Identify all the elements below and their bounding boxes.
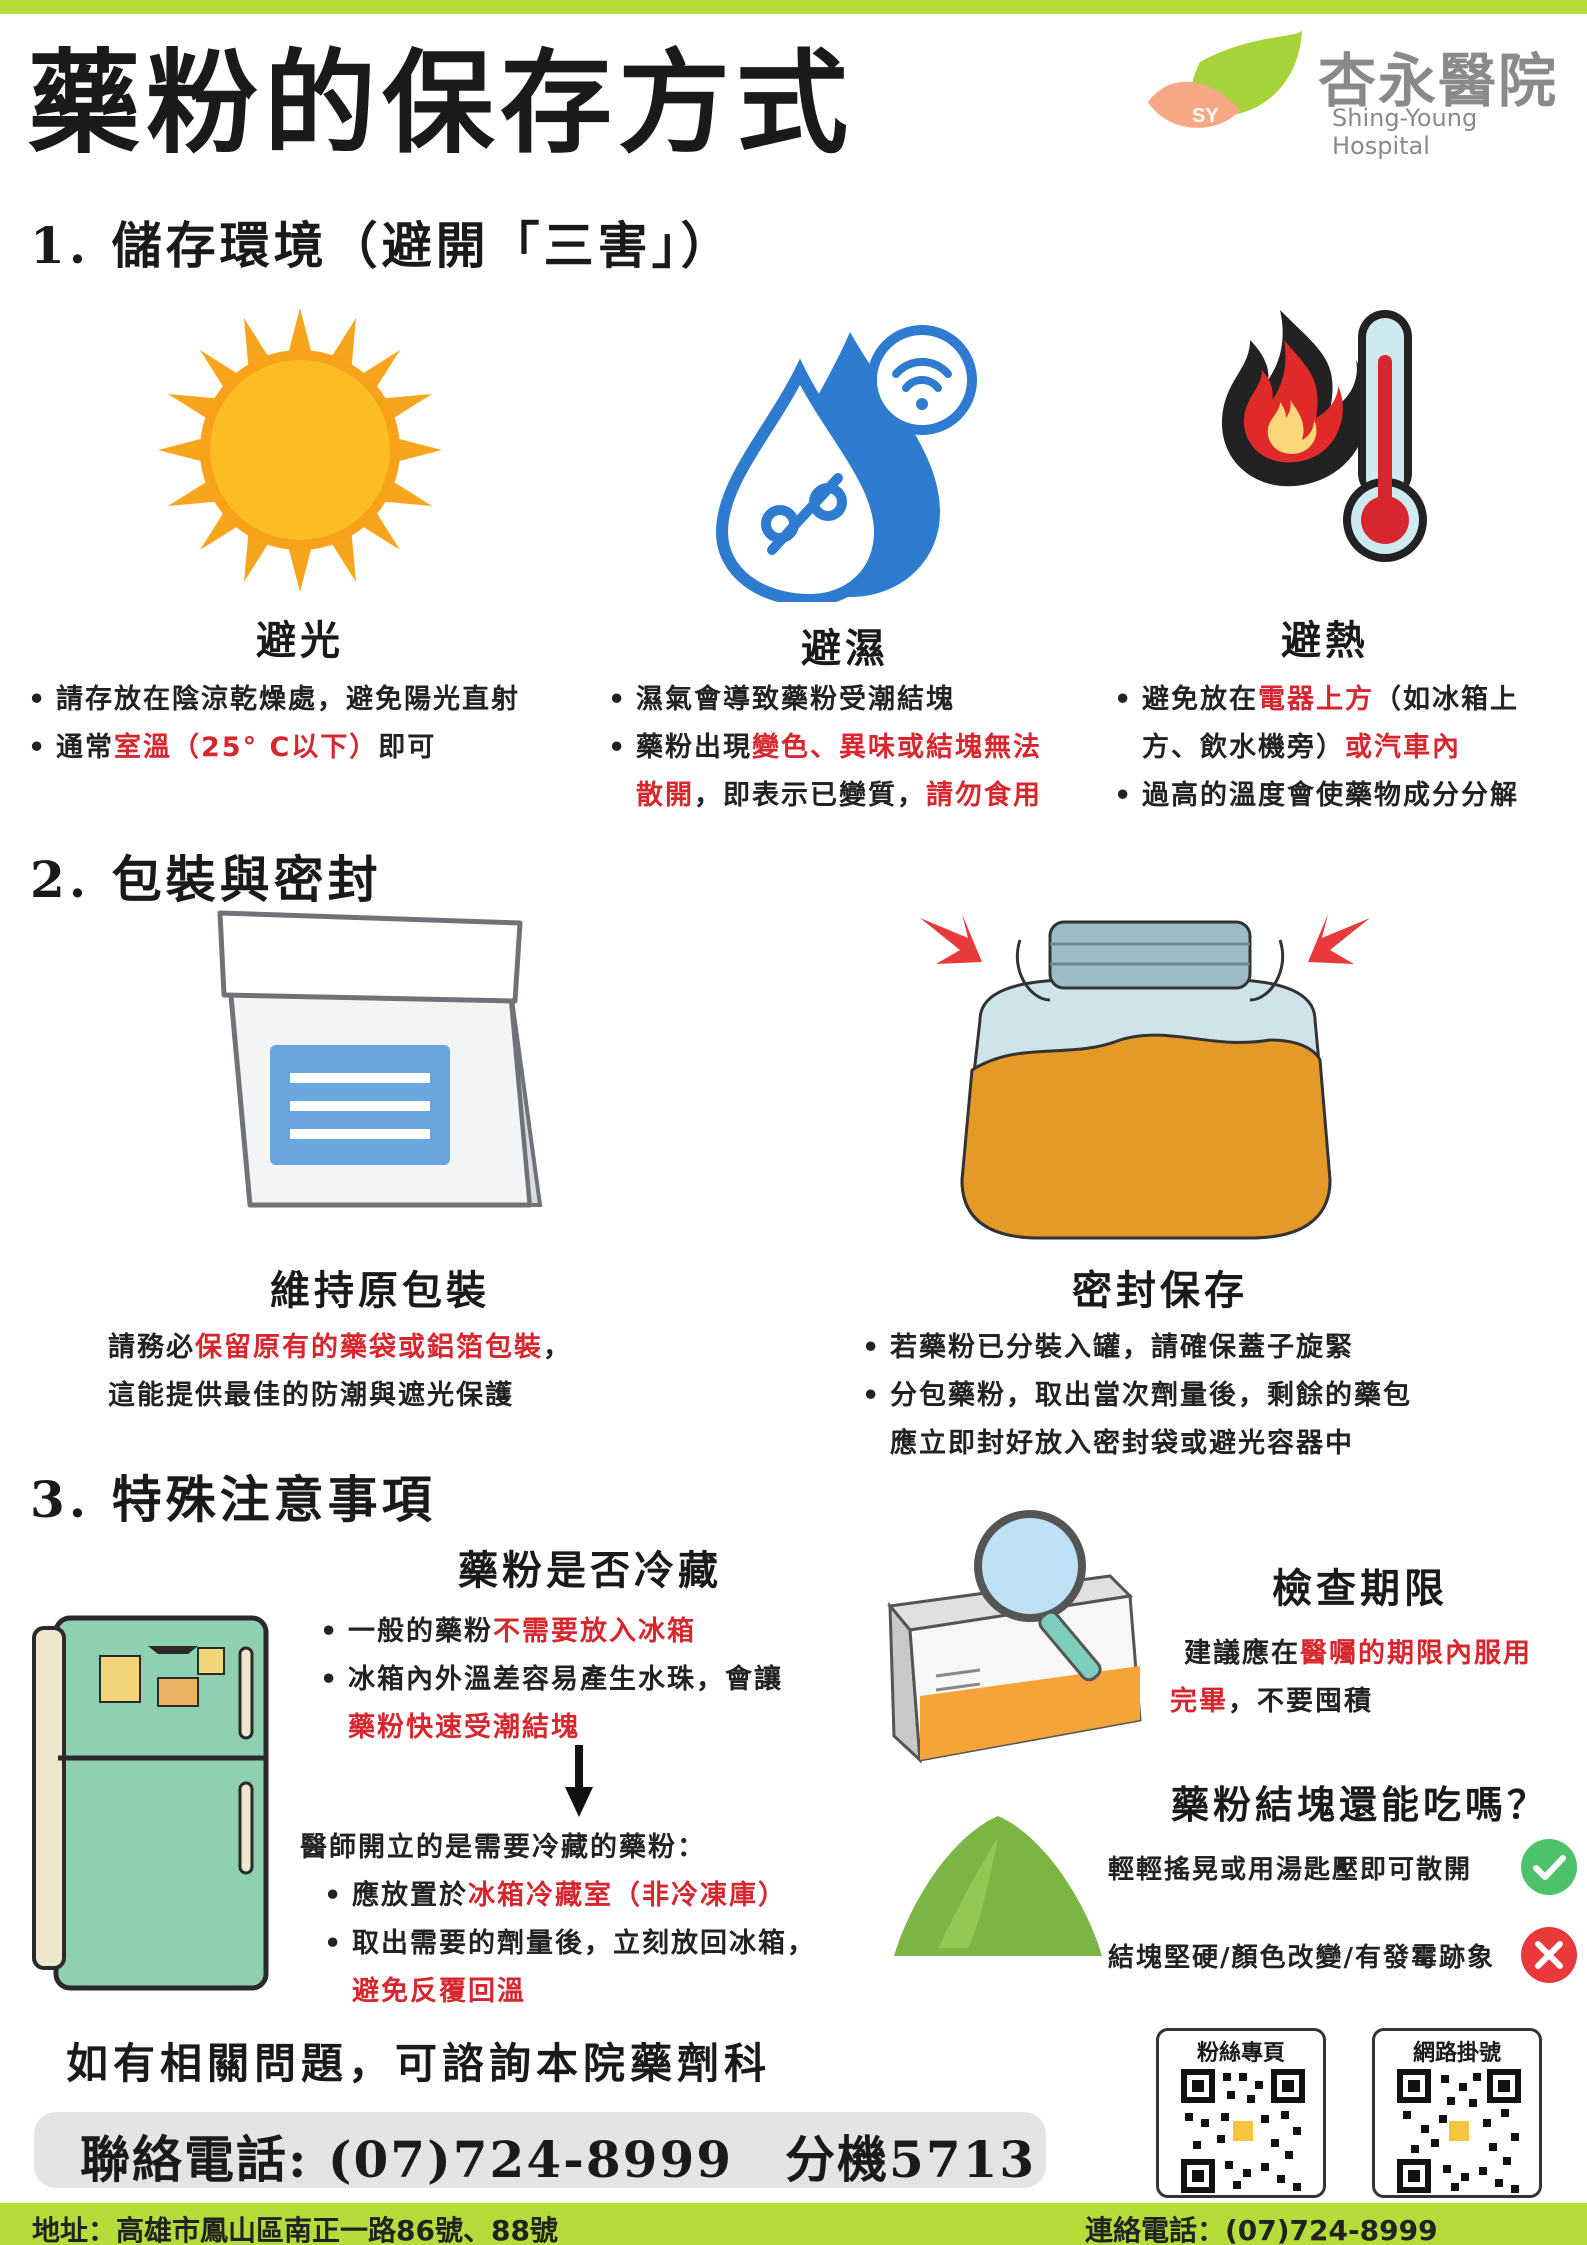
logo-name-en: Shing-Young Hospital xyxy=(1332,104,1478,160)
fridge-note: 醫師開立的是需要冷藏的藥粉： xyxy=(300,1832,706,1863)
footer-address: 地址：高雄市鳳山區南正一路86號、88號 xyxy=(32,2214,558,2245)
sealed-storage-title: 密封保存 xyxy=(1072,1267,1248,1314)
list-item: 應立即封好放入密封袋或避光容器中 xyxy=(890,1428,1354,1459)
logo-mark-text: SY xyxy=(1192,105,1219,127)
qr-code-icon xyxy=(1181,2069,1305,2193)
list-item: 應放置於冰箱冷藏室（非冷凍庫） xyxy=(324,1872,884,1920)
section2-heading: 2. 包裝與密封 xyxy=(30,850,382,909)
logo-name-cn: 杏永醫院 xyxy=(1318,47,1559,115)
check-circle-icon xyxy=(1521,1839,1577,1895)
list-item: 分包藥粉，取出當次劑量後，剩餘的藥包 xyxy=(862,1372,1562,1420)
list-item: 藥粉快速受潮結塊 xyxy=(348,1712,580,1743)
hospital-logo: SY 杏永醫院 Shing-Young Hospital xyxy=(1140,24,1560,160)
sealed-jar-icon xyxy=(920,914,1370,1240)
arrow-down-icon xyxy=(565,1745,593,1817)
heat-bullets: 避免放在電器上方（如冰箱上 方、飲水機旁）或汽車內 過高的溫度會使藥物成分分解 xyxy=(1114,676,1584,820)
qr-code-icon xyxy=(1397,2069,1521,2193)
fridge-rx-bullets: 應放置於冰箱冷藏室（非冷凍庫） 取出需要的劑量後，立刻放回冰箱， 避免反覆回溫 xyxy=(324,1872,884,2016)
heat-thermometer-icon xyxy=(1221,310,1427,562)
logo-mark-icon: SY xyxy=(1148,30,1302,128)
list-item: 過高的溫度會使藥物成分分解 xyxy=(1114,772,1584,820)
clump-bad-text: 結塊堅硬/顏色改變/有發霉跡象 xyxy=(1108,1943,1495,1973)
qr-online-register[interactable]: 網路掛號 xyxy=(1372,2028,1542,2198)
humidity-title: 避濕 xyxy=(801,625,889,672)
qr-register-label: 網路掛號 xyxy=(1412,2041,1501,2066)
humidity-drop-icon xyxy=(715,325,977,602)
list-item: 通常室溫（25° C以下）即可 xyxy=(28,724,588,772)
fridge-title: 藥粉是否冷藏 xyxy=(458,1547,722,1594)
green-powder-icon xyxy=(894,1816,1102,1956)
section1-heading: 1. 儲存環境（避開「三害」） xyxy=(30,216,735,275)
expiry-title: 檢查期限 xyxy=(1272,1565,1448,1612)
qr-fans-page[interactable]: 粉絲專頁 xyxy=(1156,2028,1326,2198)
list-item: 一般的藥粉不需要放入冰箱 xyxy=(320,1608,880,1656)
contact-phone[interactable]: 聯絡電話: (07)724-8999 分機5713 xyxy=(80,2130,1037,2189)
phone-box: 聯絡電話: (07)724-8999 分機5713 xyxy=(34,2112,1046,2189)
cross-circle-icon xyxy=(1521,1927,1577,1983)
original-pack-title: 維持原包裝 xyxy=(270,1267,490,1314)
list-item: 方、飲水機旁）或汽車內 xyxy=(1142,732,1461,763)
medicine-box-magnifier-icon xyxy=(887,1510,1142,1764)
list-item: 請存放在陰涼乾燥處，避免陽光直射 xyxy=(28,676,588,724)
list-item: 藥粉出現變色、異味或結塊無法 xyxy=(608,724,1108,772)
qr-fans-label: 粉絲專頁 xyxy=(1196,2041,1285,2066)
light-bullets: 請存放在陰涼乾燥處，避免陽光直射 通常室溫（25° C以下）即可 xyxy=(28,676,588,772)
light-title: 避光 xyxy=(256,617,344,664)
footer-phone[interactable]: 連絡電話：(07)724-8999 xyxy=(1085,2214,1438,2245)
section3-heading: 3. 特殊注意事項 xyxy=(30,1470,436,1529)
sun-icon xyxy=(158,308,442,592)
list-item: 若藥粉已分裝入罐，請確保蓋子旋緊 xyxy=(862,1324,1562,1372)
footer-bar: 地址：高雄市鳳山區南正一路86號、88號 連絡電話：(07)724-8999 xyxy=(0,2203,1587,2245)
medicine-bag-icon xyxy=(217,910,543,1208)
clump-ok-text: 輕輕搖晃或用湯匙壓即可散開 xyxy=(1108,1855,1473,1885)
sealed-storage-bullets: 若藥粉已分裝入罐，請確保蓋子旋緊 分包藥粉，取出當次劑量後，剩餘的藥包 應立即封… xyxy=(862,1324,1562,1468)
list-item: 冰箱內外溫差容易產生水珠，會讓 xyxy=(320,1656,880,1704)
list-item: 散開，即表示已變質，請勿食用 xyxy=(636,780,1042,811)
heat-title: 避熱 xyxy=(1281,617,1369,664)
humidity-bullets: 濕氣會導致藥粉受潮結塊 藥粉出現變色、異味或結塊無法 散開，即表示已變質，請勿食… xyxy=(608,676,1108,820)
list-item: 取出需要的劑量後，立刻放回冰箱， xyxy=(324,1920,884,1968)
contact-question: 如有相關問題，可諮詢本院藥劑科 xyxy=(66,2039,772,2088)
original-pack-text: 請務必保留原有的藥袋或鋁箔包裝， 這能提供最佳的防潮與遮光保護 xyxy=(108,1332,572,1411)
clump-question-title: 藥粉結塊還能吃嗎？ xyxy=(1170,1782,1549,1827)
top-accent-bar xyxy=(0,0,1587,14)
list-item: 避免放在電器上方（如冰箱上 xyxy=(1114,676,1584,724)
refrigerator-icon xyxy=(32,1615,269,1991)
fridge-bullets: 一般的藥粉不需要放入冰箱 冰箱內外溫差容易產生水珠，會讓 藥粉快速受潮結塊 xyxy=(320,1608,880,1752)
list-item: 濕氣會導致藥粉受潮結塊 xyxy=(608,676,1108,724)
expiry-text: 建議應在醫囑的期限內服用 完畢，不要囤積 xyxy=(1170,1638,1532,1717)
list-item: 避免反覆回溫 xyxy=(352,1976,526,2007)
page-title: 藥粉的保存方式 xyxy=(28,38,854,169)
